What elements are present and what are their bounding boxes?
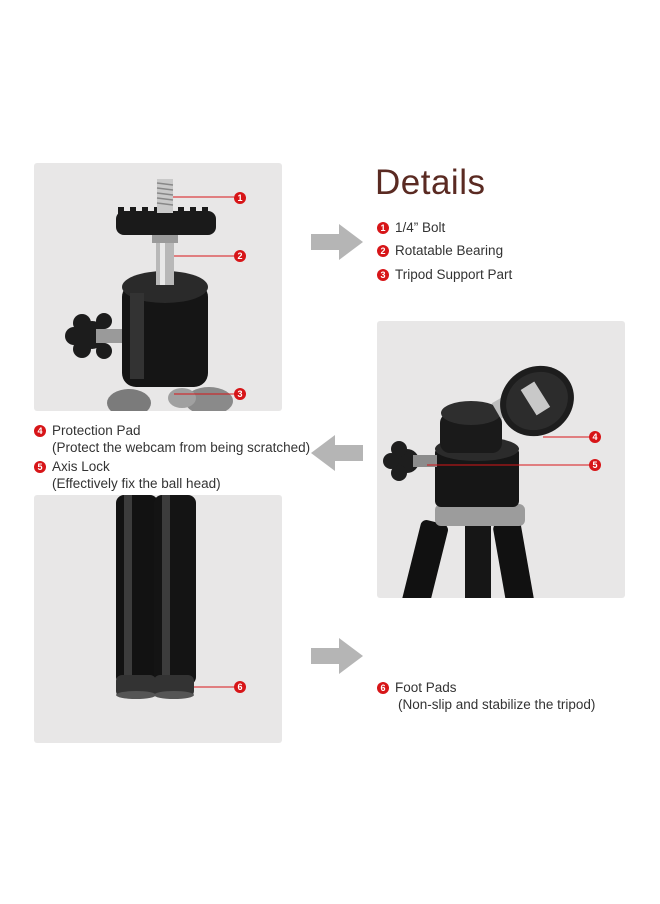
marker-1: 1: [234, 192, 246, 204]
feature-label-1: 1/4” Bolt: [395, 220, 446, 235]
feature-item-2: 2 Rotatable Bearing: [377, 242, 503, 259]
arrow-right-icon: [311, 638, 363, 674]
marker-2: 2: [234, 250, 246, 262]
feature-label-3: Tripod Support Part: [395, 267, 513, 282]
arrow-left-icon: [311, 435, 363, 471]
marker-3: 3: [234, 388, 246, 400]
feature-label-6: Foot Pads: [395, 680, 457, 695]
feature-number-6: 6: [377, 682, 389, 694]
feature-number-1: 1: [377, 222, 389, 234]
marker-5: 5: [589, 459, 601, 471]
marker-4: 4: [589, 431, 601, 443]
feature-number-4: 4: [34, 425, 46, 437]
feature-number-3: 3: [377, 269, 389, 281]
feature-number-2: 2: [377, 245, 389, 257]
feature-label-2: Rotatable Bearing: [395, 243, 504, 258]
arrow-right-icon: [311, 224, 363, 260]
feature-number-5: 5: [34, 461, 46, 473]
feature-label-4: Protection Pad: [52, 423, 141, 438]
feature-desc-4: (Protect the webcam from being scratched…: [52, 440, 311, 455]
feature-item-5: 5 Axis Lock: [34, 458, 110, 475]
feature-desc-5: (Effectively fix the ball head): [52, 476, 221, 491]
feature-item-4: 4 Protection Pad: [34, 422, 141, 439]
page-title: Details: [375, 163, 486, 202]
feature-item-3: 3 Tripod Support Part: [377, 266, 512, 283]
feature-desc-6: (Non-slip and stabilize the tripod): [398, 697, 596, 712]
feature-item-6: 6 Foot Pads: [377, 679, 457, 696]
ball-head-photo: [34, 163, 282, 411]
tripod-feet-photo: [34, 495, 282, 743]
feature-label-5: Axis Lock: [52, 459, 110, 474]
tripod-top-photo: [377, 321, 625, 598]
marker-6: 6: [234, 681, 246, 693]
feature-item-1: 1 1/4” Bolt: [377, 219, 445, 236]
